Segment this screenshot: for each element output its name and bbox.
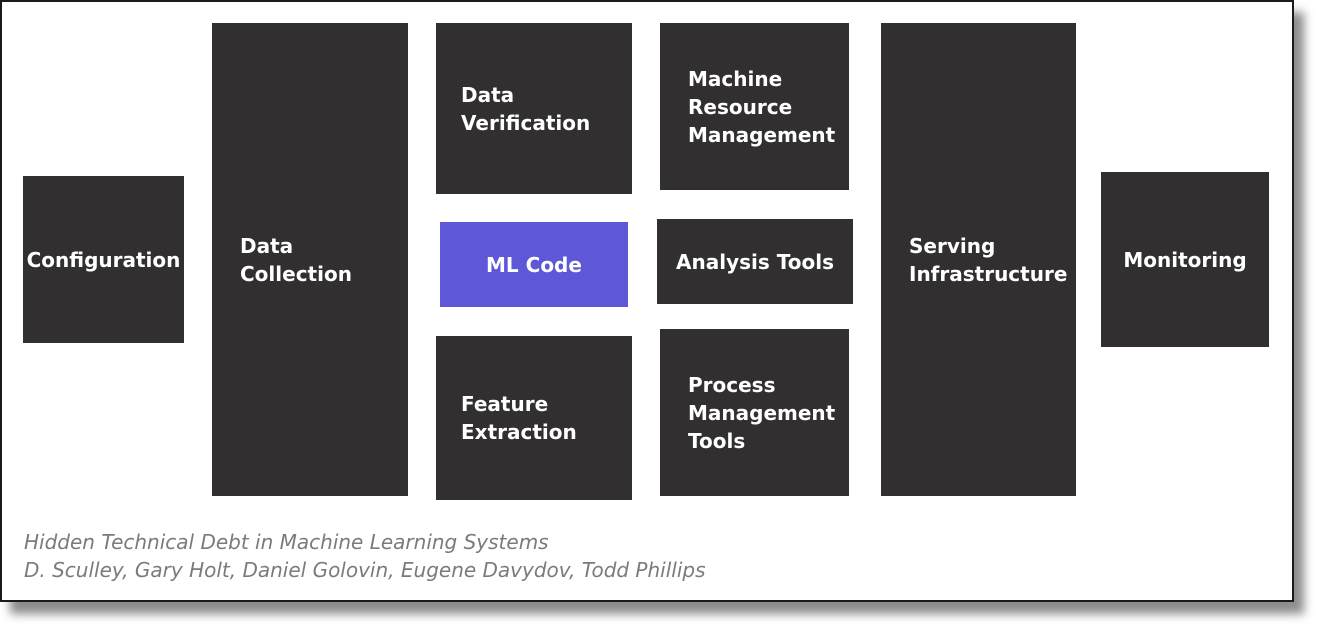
machine-resource-management-label: Machine Resource Management — [688, 66, 836, 147]
monitoring-label: Monitoring — [1123, 247, 1247, 272]
data-verification-label: Data Verification — [461, 82, 591, 135]
configuration-box: Configuration — [23, 176, 184, 343]
monitoring-box: Monitoring — [1101, 172, 1269, 347]
analysis-tools-box: Analysis Tools — [657, 219, 853, 304]
ml-code-box: ML Code — [440, 222, 628, 307]
process-management-tools-box: Process Management Tools — [660, 329, 849, 496]
machine-resource-management-box: Machine Resource Management — [660, 23, 849, 190]
serving-infrastructure-label: Serving Infrastructure — [909, 233, 1068, 286]
caption-authors: D. Sculley, Gary Holt, Daniel Golovin, E… — [24, 558, 706, 582]
configuration-label: Configuration — [26, 247, 181, 272]
process-management-tools-label: Process Management Tools — [688, 372, 836, 453]
data-verification-box: Data Verification — [436, 23, 632, 194]
data-collection-label: Data Collection — [240, 233, 352, 286]
analysis-tools-label: Analysis Tools — [676, 249, 834, 274]
feature-extraction-box: Feature Extraction — [436, 336, 632, 500]
serving-infrastructure-box: Serving Infrastructure — [881, 23, 1076, 496]
diagram-frame: Configuration Data Collection Data Verif… — [0, 0, 1294, 602]
ml-code-label: ML Code — [486, 252, 582, 277]
data-collection-box: Data Collection — [212, 23, 408, 496]
caption-title: Hidden Technical Debt in Machine Learnin… — [24, 530, 549, 554]
feature-extraction-label: Feature Extraction — [461, 392, 577, 444]
